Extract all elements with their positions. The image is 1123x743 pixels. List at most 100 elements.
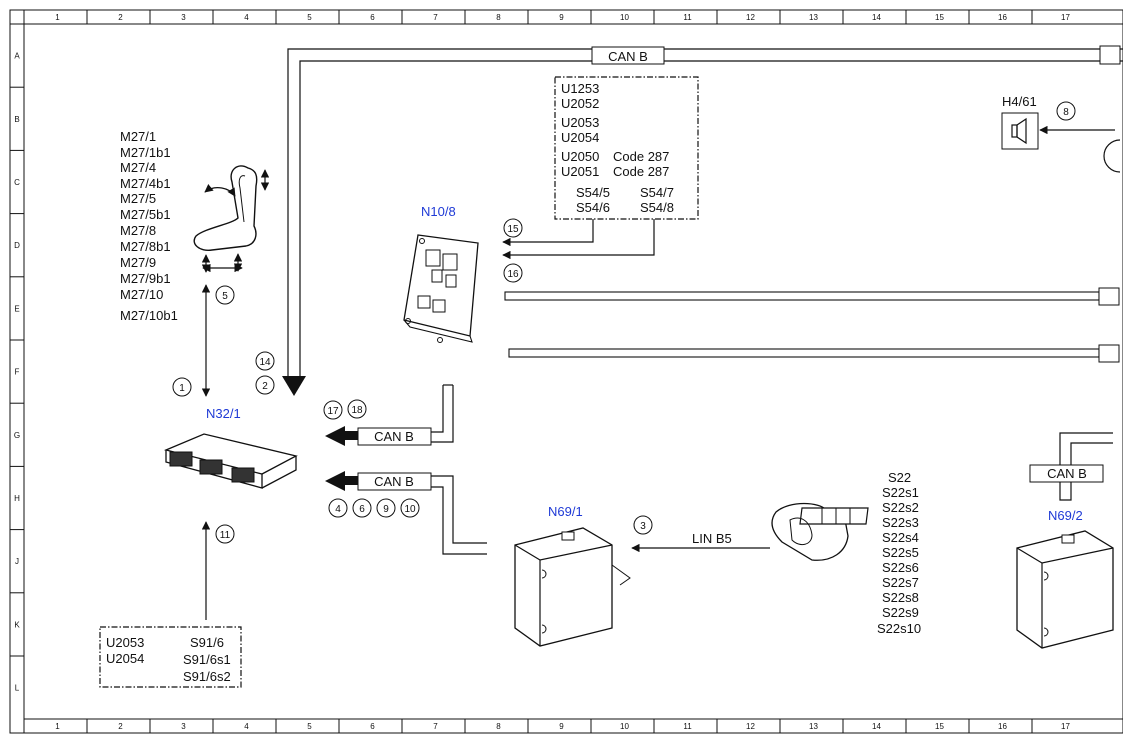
seat-switch-icon xyxy=(771,502,869,561)
lin-b5-label: LIN B5 xyxy=(692,531,732,546)
fault-code: U2053 xyxy=(561,115,599,130)
callout-16: 16 xyxy=(503,263,523,283)
column-label: 14 xyxy=(872,13,881,22)
row-label: G xyxy=(14,431,20,440)
column-label: 7 xyxy=(433,13,438,22)
callout-8: 8 xyxy=(1056,101,1076,121)
callout-10: 10 xyxy=(400,498,420,518)
motor-label: M27/9 xyxy=(120,255,156,270)
column-label: 9 xyxy=(559,722,564,731)
callout-number: 15 xyxy=(507,224,519,235)
right-wire-upper xyxy=(504,287,1120,306)
callout-number: 16 xyxy=(507,269,519,280)
column-label: 17 xyxy=(1061,722,1070,731)
switch-label: S22s10 xyxy=(877,621,921,636)
can-b-upper-label: CAN B xyxy=(374,429,414,444)
fault-code: U2051 xyxy=(561,164,599,179)
switch-label: S22s5 xyxy=(882,545,919,560)
fault-code-box-top: U1253 U2052 U2053 U2054 U2050 U2051 Code… xyxy=(502,76,699,260)
callout-number: 6 xyxy=(359,504,365,515)
motor-label: M27/4 xyxy=(120,160,156,175)
callout-15: 15 xyxy=(503,218,523,238)
callout-11: 11 xyxy=(215,524,235,544)
module-n32-1: N32/1 xyxy=(163,406,298,620)
motor-list: M27/1 M27/1b1 M27/4 M27/4b1 M27/5 M27/5b… xyxy=(120,129,178,323)
seat-icon xyxy=(193,165,270,273)
callout-number: 4 xyxy=(335,504,341,515)
column-label: 13 xyxy=(809,722,818,731)
column-label: 12 xyxy=(746,13,755,22)
column-label: 16 xyxy=(998,13,1007,22)
callout-number: 10 xyxy=(404,504,416,515)
can-b-lower-label: CAN B xyxy=(374,474,414,489)
motor-label: M27/5b1 xyxy=(120,207,171,222)
column-label: 17 xyxy=(1061,13,1070,22)
column-label: 3 xyxy=(181,13,186,22)
motor-label: M27/10b1 xyxy=(120,308,178,323)
border-frame xyxy=(9,9,1123,734)
callout-2: 2 xyxy=(255,375,275,395)
door-module-icon xyxy=(514,527,631,647)
column-label: 15 xyxy=(935,722,944,731)
can-b-right-label: CAN B xyxy=(1047,466,1087,481)
column-label: 11 xyxy=(683,722,692,731)
column-label: 2 xyxy=(118,13,123,22)
row-label: E xyxy=(14,304,19,313)
column-label: 2 xyxy=(118,722,123,731)
fault-code: U2053 xyxy=(106,635,144,650)
switch-label: S22s4 xyxy=(882,530,919,545)
motor-label: M27/5 xyxy=(120,191,156,206)
control-unit-icon xyxy=(163,433,298,489)
callout-number: 11 xyxy=(220,530,231,541)
switch-label: S22s7 xyxy=(882,575,919,590)
switch-code: S91/6 xyxy=(190,635,224,650)
callout-number: 3 xyxy=(640,521,646,532)
column-label: 8 xyxy=(496,13,501,22)
callout-number: 1 xyxy=(179,383,185,394)
module-n69-1: N69/1 xyxy=(514,504,631,647)
motor-label: M27/4b1 xyxy=(120,176,171,191)
callout-14: 14 xyxy=(255,351,275,371)
switch-label: S22s8 xyxy=(882,590,919,605)
switch-label: S22s3 xyxy=(882,515,919,530)
column-label: 16 xyxy=(998,722,1007,731)
fault-code: U2054 xyxy=(106,651,144,666)
switch-code: S54/7 xyxy=(640,185,674,200)
row-label: F xyxy=(15,368,20,377)
speaker-icon xyxy=(1011,117,1027,145)
can-b-lower-link: CAN B xyxy=(325,471,487,555)
n69-1-label: N69/1 xyxy=(548,504,583,519)
column-label: 12 xyxy=(746,722,755,731)
callout-number: 2 xyxy=(262,381,268,392)
callout-18: 18 xyxy=(347,399,367,419)
column-label: 8 xyxy=(496,722,501,731)
column-label: 7 xyxy=(433,722,438,731)
switch-code: S91/6s1 xyxy=(183,652,231,667)
fault-code: U1253 xyxy=(561,81,599,96)
motor-label: M27/1 xyxy=(120,129,156,144)
motor-label: M27/10 xyxy=(120,287,163,302)
callout-17: 17 xyxy=(323,400,343,420)
column-label: 14 xyxy=(872,722,881,731)
fault-note: Code 287 xyxy=(613,164,669,179)
column-label: 6 xyxy=(370,13,375,22)
row-label: J xyxy=(15,557,19,566)
row-label: C xyxy=(14,178,20,187)
row-label: H xyxy=(14,494,20,503)
speaker-h4-61: H4/61 xyxy=(1001,94,1121,173)
door-module-icon xyxy=(1016,530,1114,649)
column-label: 3 xyxy=(181,722,186,731)
fault-code-box-bottom: U2053 U2054 S91/6 S91/6s1 S91/6s2 xyxy=(99,626,242,688)
switch-code: S54/8 xyxy=(640,200,674,215)
column-label: 6 xyxy=(370,722,375,731)
motor-label: M27/8 xyxy=(120,223,156,238)
callout-3: 3 xyxy=(633,515,653,535)
callout-9: 9 xyxy=(376,498,396,518)
module-n69-2: N69/2 xyxy=(1016,508,1114,649)
column-label: 4 xyxy=(244,722,249,731)
switch-label: S22s6 xyxy=(882,560,919,575)
